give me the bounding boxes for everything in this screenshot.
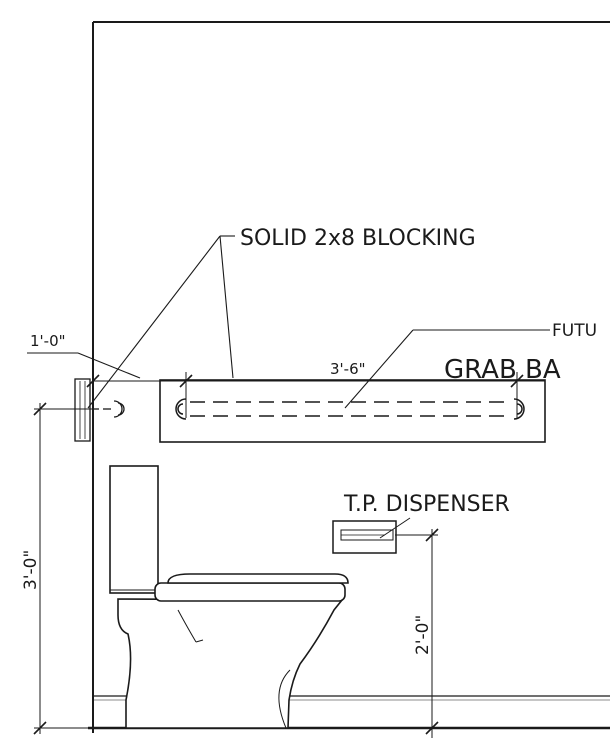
- blocking-label: SOLID 2x8 BLOCKING: [240, 226, 476, 251]
- future-grab-bar-label-line1: FUTU: [552, 321, 597, 341]
- future-grab-bar-label-line2: GRAB BA: [444, 355, 561, 385]
- dimension-3-0: 3'-0": [21, 550, 41, 590]
- leader-lines: [27, 235, 550, 409]
- dimension-1-0: 1'-0": [30, 332, 66, 350]
- tp-dispenser: [332, 517, 411, 554]
- side-grab-bar: [74, 378, 125, 442]
- toilet: [109, 465, 349, 729]
- tp-dispenser-label: T.P. DISPENSER: [343, 492, 510, 517]
- dimension-2-0: 2'-0": [413, 615, 433, 655]
- dimension-3-6: 3'-6": [330, 360, 366, 378]
- blocking-board: [159, 379, 546, 443]
- dimension-lines: [33, 372, 545, 738]
